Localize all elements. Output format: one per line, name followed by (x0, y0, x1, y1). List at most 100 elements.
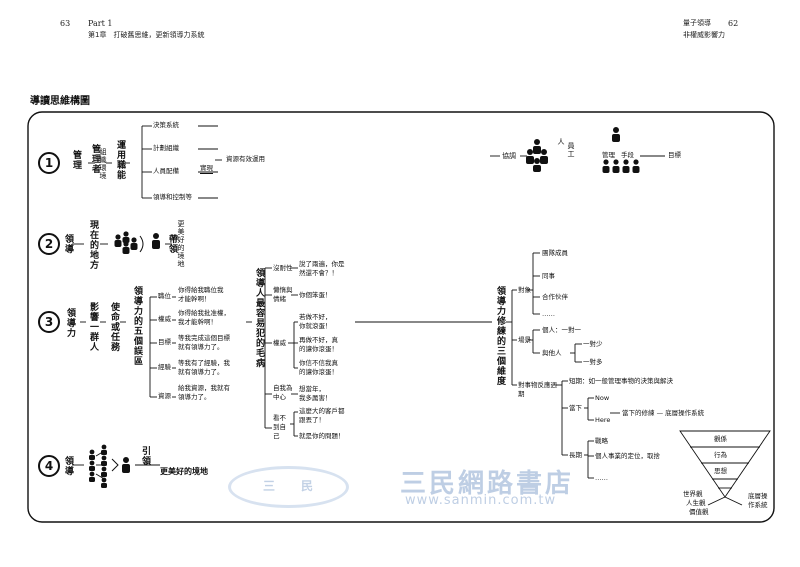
pitfall-4-key: 資源 (158, 392, 171, 400)
obj-item-2: 合作伙伴 (542, 293, 568, 301)
dim-scene: 場景 (518, 336, 531, 344)
step-1-badge: 1 (38, 152, 60, 174)
right-subtitle: 非權威影響力 (683, 31, 725, 39)
step-4-badge: 4 (38, 455, 60, 477)
row1-goal: 目標 (668, 151, 681, 159)
pyramid-layer-1: 行為 (714, 451, 727, 459)
fault-5-key: 自我為中心 (273, 384, 293, 401)
time-here: Here (595, 416, 611, 424)
scene-others: 與他人 (542, 349, 562, 357)
fault-4-text1: 你信不信我真 (299, 359, 338, 367)
obj-item-0: 團隊成員 (542, 249, 568, 257)
pyramid-layer-2: 思想 (714, 467, 727, 475)
section-title: 導讀思維構圖 (30, 96, 90, 107)
row1-staff: 員工 (567, 142, 575, 158)
time-now-note: 當下的修練 — 底層操作系統 (622, 409, 705, 417)
dim-object: 對象 (518, 286, 531, 294)
row1-result: 資源有效運用 (226, 155, 265, 163)
row1-realize: 實現 (200, 164, 213, 174)
pitfall-3-key: 經驗 (158, 363, 171, 371)
watermark-url: www.sanmin.com.tw (405, 493, 557, 508)
row2-label: 領導 (63, 234, 73, 254)
row4-label: 領導 (63, 456, 73, 476)
fault-6-text2: 跟丟了！ (299, 416, 325, 424)
row3-faults-title: 領導人最容易犯的毛病 (254, 268, 264, 368)
pitfall-1-key: 權威 (158, 315, 171, 323)
fault-7-text1: 就是你的問題！ (299, 432, 345, 440)
fault-2-text2: 你就滾蛋！ (299, 322, 332, 330)
long-strategy: 戰略 (595, 437, 608, 445)
time-short: 短期：如一般管理事物的決策與解決 (569, 377, 673, 385)
pyramid-layer-0: 觀係 (714, 435, 727, 443)
pitfall-4-text2: 領導力了。 (178, 393, 211, 401)
row1-item-1: 計劃組織 (153, 144, 179, 152)
row3-label: 領導力 (65, 308, 75, 338)
obj-item-1: 同事 (542, 272, 555, 280)
scene-one-few: 一對少 (583, 340, 603, 348)
row1-item-3: 領導和控制等 (153, 193, 192, 201)
pitfall-0-key: 職位 (158, 292, 171, 300)
fault-2-key: 權威 (273, 339, 286, 347)
fault-1-text1: 你個笨蛋！ (299, 291, 332, 299)
pyramid-left-0: 世界觀 (683, 490, 703, 498)
pitfall-2-key: 目標 (158, 338, 171, 346)
row3-five-pitfalls: 領導力的五個誤區 (132, 286, 142, 366)
time-now-label: 當下 (569, 404, 582, 412)
row3-three-dimensions: 領導力修練的三個維度 (495, 286, 505, 386)
pitfall-2-text2: 就有領導力了。 (178, 343, 224, 351)
left-part-label: Part 1 (88, 19, 113, 28)
fault-5-text1: 想當年， (299, 385, 325, 393)
row1-means: 手段 (621, 151, 634, 159)
pyramid-left-2: 價值觀 (689, 508, 709, 516)
fault-0-text1: 說了兩遍，你是 (299, 260, 345, 268)
fault-2-text1: 若做不好， (299, 313, 332, 321)
pitfall-1-text1: 你得給我批准權， (178, 309, 230, 317)
fault-3-text1: 再做不好，真 (299, 336, 338, 344)
row1-person: 人 (557, 138, 565, 146)
time-long: 長期 (569, 451, 582, 459)
right-book-title: 量子領導 (683, 19, 711, 27)
row1-item-0: 決策系統 (153, 121, 179, 129)
fault-5-text2: 我多厲害！ (299, 394, 332, 402)
watermark-logo: 三 民 (228, 466, 349, 508)
long-position: 個人事業的定位，取捨 (595, 452, 660, 460)
pitfall-0-text1: 你得給我職位我 (178, 286, 224, 294)
row1-function: 運用職能 (115, 140, 125, 180)
row1-label: 管理 (71, 150, 81, 170)
row1-item-2: 人員配備 (153, 167, 179, 175)
fault-3-text2: 的讓你滾蛋！ (299, 345, 338, 353)
right-page-number: 62 (728, 19, 739, 28)
fault-6-text1: 這麼大的客戶都 (299, 407, 345, 415)
left-page-number: 63 (60, 19, 71, 28)
pyramid-right-1: 作系統 (748, 501, 768, 509)
time-now: Now (595, 394, 610, 402)
pitfall-3-text1: 等我有了經驗，我 (178, 359, 230, 367)
row1-manager: 管理 (602, 151, 615, 159)
row1-coordinate: 協調 (502, 152, 516, 160)
row3-influence: 影響一群人 (88, 302, 98, 352)
fault-1-key: 懶惰與情緒 (273, 286, 293, 303)
step-2-badge: 2 (38, 233, 60, 255)
fault-0-key: 沒耐性 (273, 264, 293, 272)
row2-better-place: 更美好的境地 (177, 220, 185, 268)
pyramid-right-0: 底層操 (748, 492, 768, 500)
scene-personal: 個人：一對一 (542, 326, 581, 334)
long-dots: …… (595, 474, 608, 482)
row3-mission: 使命或任務 (109, 302, 119, 352)
pitfall-3-text2: 就有領導力了。 (178, 368, 224, 376)
scene-one-many: 一對多 (583, 358, 603, 366)
row4-lead: 引領 (140, 446, 150, 466)
obj-item-3: …… (542, 310, 555, 318)
left-chapter-title: 第1章 打破舊思維，更新領導力系統 (88, 31, 205, 39)
dim-time: 對事物反應週期 (518, 381, 557, 398)
row2-lead: 帶領 (167, 234, 177, 254)
pitfall-4-text1: 給我資源，我就有 (178, 384, 230, 392)
fault-6-key: 看不到自己 (273, 414, 286, 440)
pyramid-left-1: 人生觀 (686, 499, 706, 507)
pitfall-1-text2: 我才能幹啊！ (178, 318, 217, 326)
row1-role-sub: 組織環境 (99, 148, 107, 180)
watermark-text: 三民網路書店 (400, 469, 575, 499)
fault-4-text2: 的讓你滾蛋！ (299, 368, 338, 376)
pitfall-0-text2: 才能幹啊！ (178, 295, 211, 303)
